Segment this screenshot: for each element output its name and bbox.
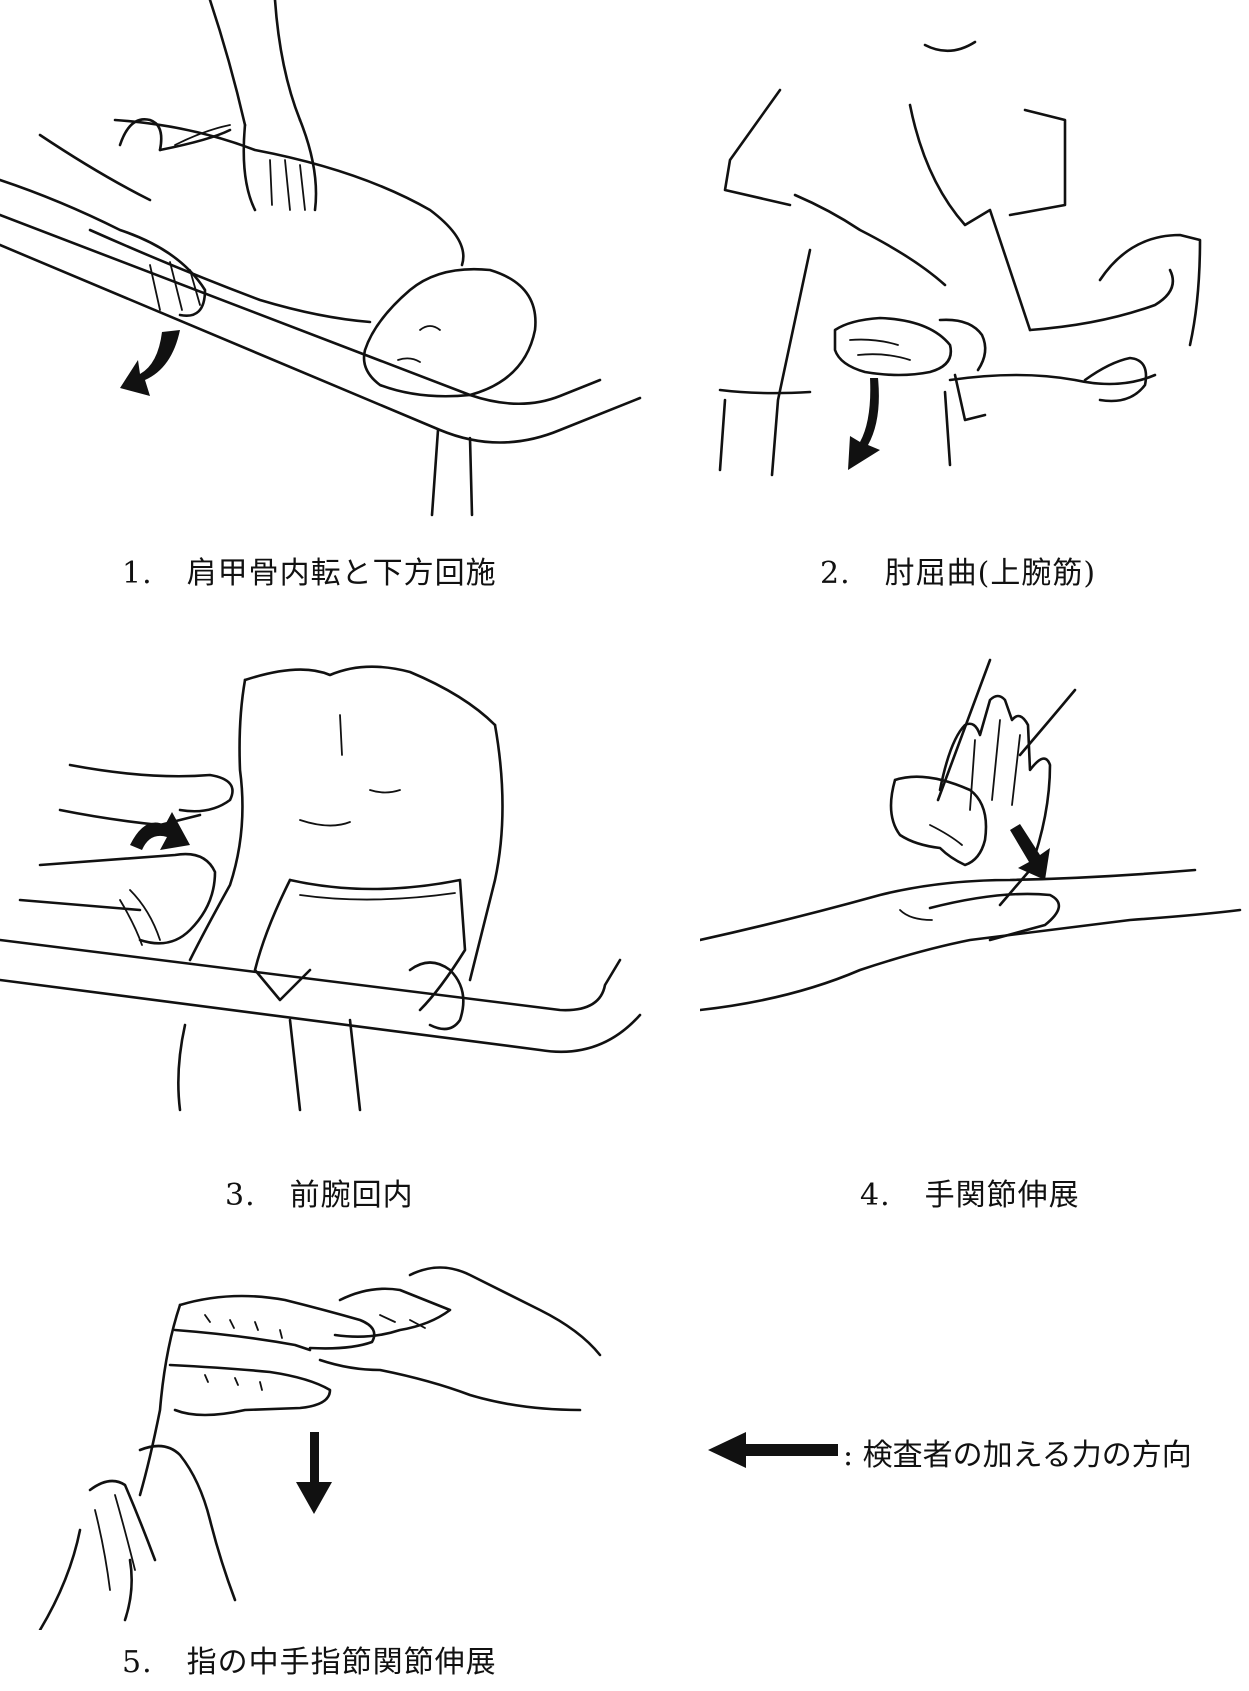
legend-text: : 検査者の加える力の方向: [843, 1438, 1192, 1473]
figure-3-label: 前腕回内: [289, 1178, 414, 1213]
figure-1-caption: 1. 肩甲骨内転と下方回施: [122, 548, 497, 592]
force-arrow-icon: [1010, 824, 1050, 880]
figure-1-number: 1.: [122, 556, 153, 591]
figure-2-illustration: [700, 0, 1249, 520]
figure-5-illustration: [0, 1260, 650, 1630]
figure-2-caption: 2. 肘屈曲(上腕筋): [820, 548, 1096, 592]
force-arrow-icon: [296, 1432, 332, 1514]
force-arrow-icon: [848, 378, 880, 470]
figure-4-caption: 4. 手関節伸展: [860, 1170, 1080, 1214]
figure-3-illustration: [0, 640, 650, 1160]
figure-5-label: 指の中手指節関節伸展: [186, 1645, 497, 1680]
figure-1-illustration: [0, 0, 650, 520]
figure-4-number: 4.: [860, 1178, 891, 1213]
figure-5-caption: 5. 指の中手指節関節伸展: [122, 1637, 497, 1681]
figure-3-caption: 3. 前腕回内: [225, 1170, 414, 1214]
figure-5-number: 5.: [122, 1645, 153, 1680]
figure-2-number: 2.: [820, 556, 851, 591]
force-arrow-icon: [120, 330, 180, 396]
figure-3-number: 3.: [225, 1178, 256, 1213]
legend: : 検査者の加える力の方向: [708, 1420, 1238, 1480]
force-arrow-icon: [708, 1432, 838, 1468]
figure-4-illustration: [700, 640, 1249, 1160]
figure-1-label: 肩甲骨内転と下方回施: [186, 556, 497, 591]
force-arrow-icon: [130, 812, 190, 850]
figure-4-label: 手関節伸展: [924, 1178, 1080, 1213]
figure-2-label: 肘屈曲(上腕筋): [884, 556, 1097, 591]
